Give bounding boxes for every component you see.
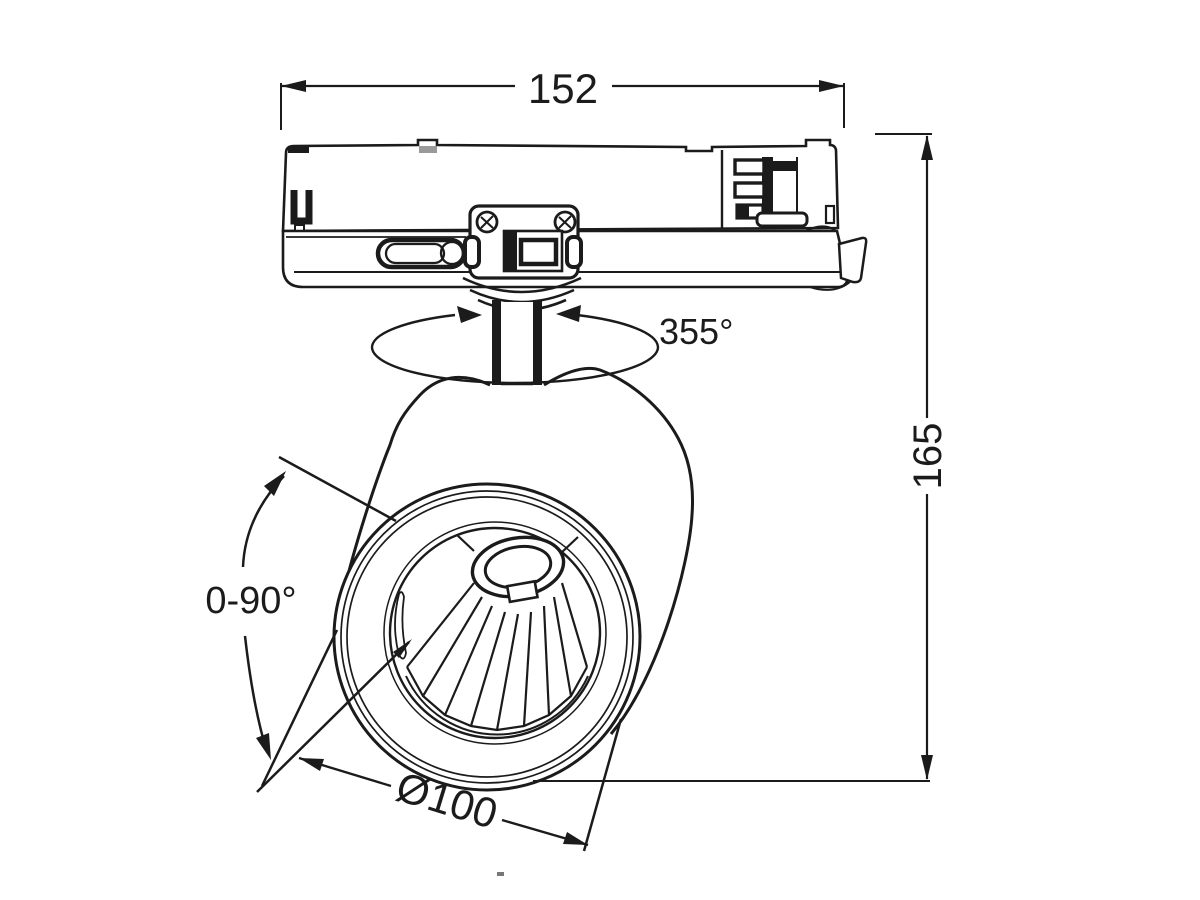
- stem-bar-left: [492, 300, 501, 385]
- reflector-highlight-leaf: [394, 591, 407, 660]
- contact-pin: [733, 181, 766, 199]
- reflector-facet-ring: [406, 666, 588, 732]
- tilt-reference-line-upper: [278, 455, 397, 523]
- diameter-extension-left: [260, 629, 339, 787]
- release-latch: [837, 236, 868, 284]
- tilt-arrowhead-down: [256, 733, 271, 760]
- stem-body: [501, 302, 533, 384]
- mount-window-bar: [505, 232, 517, 270]
- contact-pin-foot-black: [737, 205, 749, 218]
- height-arrowhead-top: [921, 135, 933, 160]
- tilt-annotation: 0-90°: [205, 455, 412, 793]
- height-arrowhead-bottom: [921, 755, 933, 780]
- front-rim-inner: [346, 496, 628, 778]
- rotation-ellipse-top-left: [370, 313, 456, 348]
- led-holder: [470, 535, 566, 604]
- rotation-ellipse-bottom: [370, 346, 660, 385]
- tilt-arc-lower: [243, 635, 269, 753]
- stem-bar-right: [533, 300, 542, 385]
- screw-left: [475, 210, 499, 234]
- dim-height-label: 165: [906, 423, 950, 490]
- reflector-facet-lines: [406, 534, 589, 731]
- mounting-stem: [492, 300, 542, 386]
- front-rim-mid: [340, 490, 634, 784]
- tilt-reference-line-lower: [256, 641, 410, 793]
- track-adapter: [281, 138, 868, 386]
- head-silhouette-right: [543, 366, 694, 735]
- adapter-tray-outline: [281, 138, 840, 233]
- housing-right-curl: [805, 225, 837, 232]
- width-arrowhead-right: [819, 80, 844, 92]
- bezel-edge-outer: [383, 521, 607, 745]
- contact-pin: [733, 158, 766, 176]
- mount-slot-left: [463, 235, 481, 269]
- contact-pin-block: [733, 157, 836, 228]
- diameter-arrowhead-right: [563, 832, 588, 845]
- pin-foot: [755, 211, 809, 228]
- diameter-arrowhead-left: [299, 758, 324, 771]
- lamp-head: [332, 366, 694, 792]
- bezel-edge-inner: [388, 526, 602, 740]
- reflector: [394, 534, 589, 736]
- reflector-bore-arc: [405, 675, 589, 736]
- adapter-u-clip: [290, 190, 313, 225]
- rotation-arrowhead-left: [457, 306, 482, 323]
- width-dimension: 152: [280, 65, 845, 130]
- tilt-angle-label: 0-90°: [205, 580, 296, 622]
- pin-carrier-bar: [762, 157, 773, 225]
- led-ring-notch: [505, 579, 540, 604]
- tilt-arrowhead-up: [264, 471, 286, 496]
- head-silhouette-left: [342, 375, 491, 592]
- width-arrowhead-left: [281, 80, 306, 92]
- diameter-extension-right: [582, 718, 623, 852]
- mount-slot-right: [565, 235, 583, 269]
- rotation-ellipse-top-right: [576, 313, 660, 348]
- dim-width-label: 152: [528, 65, 598, 112]
- slider-slot-inner: [384, 242, 446, 265]
- tilt-leader-arrowhead: [393, 639, 412, 658]
- adapter-top-notch-left: [288, 146, 309, 153]
- pin-top-right: [773, 161, 797, 171]
- adapter-top-notch-mid: [419, 146, 437, 153]
- rotation-arrowhead-right: [556, 305, 581, 322]
- print-speck: [497, 872, 504, 876]
- mount-window-inner: [518, 237, 559, 267]
- housing-right-undercurve: [809, 280, 852, 291]
- tilt-arc-upper: [241, 475, 285, 568]
- pin-side-tab: [824, 204, 836, 225]
- screw-right: [553, 210, 577, 234]
- rotation-indicator: [370, 305, 660, 385]
- height-dimension: 165: [533, 133, 950, 782]
- rotation-angle-label: 355°: [659, 311, 733, 352]
